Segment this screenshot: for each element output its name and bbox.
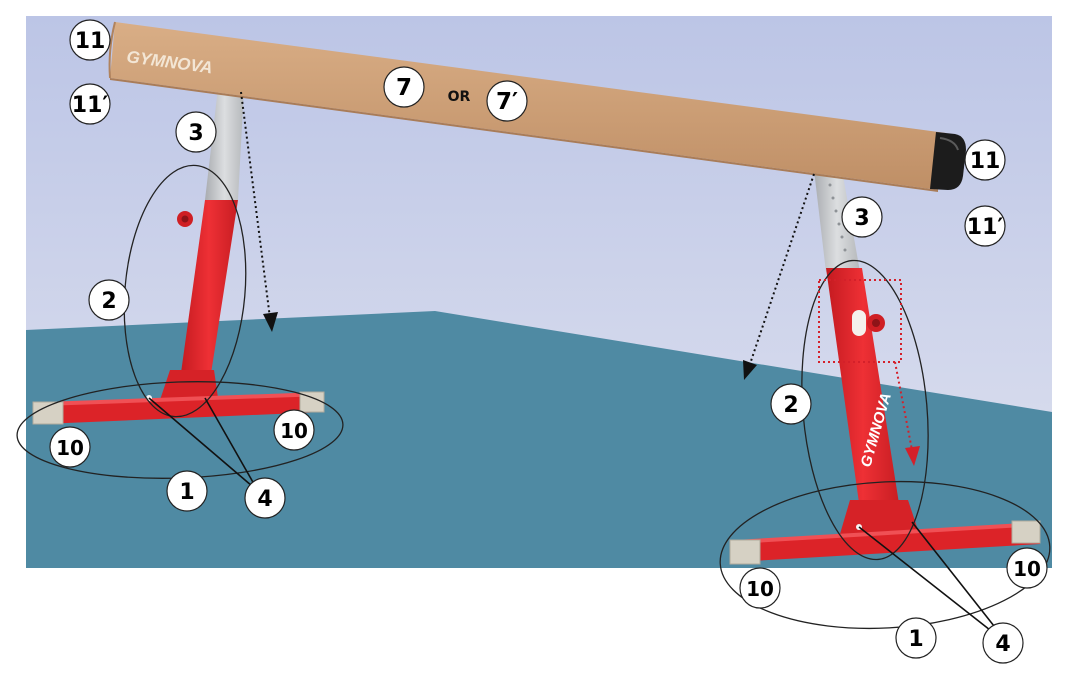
svg-text:2: 2 [783, 393, 798, 418]
svg-text:11′: 11′ [967, 215, 1004, 240]
or-connector: OR [448, 89, 471, 105]
svg-text:11′: 11′ [72, 93, 109, 118]
callout-10-left-left: 10 [49, 426, 91, 468]
callout-11p-right: 11′ [964, 205, 1006, 247]
right-leg-slot [852, 310, 866, 336]
callout-4-right: 4 [982, 622, 1024, 664]
callout-4-left: 4 [244, 477, 286, 519]
callout-11-right: 11 [964, 139, 1006, 181]
callout-2-left: 2 [88, 279, 130, 321]
svg-text:3: 3 [188, 121, 203, 146]
callout-3-right: 3 [841, 196, 883, 238]
left-leg [32, 200, 325, 425]
svg-text:1: 1 [179, 480, 194, 505]
svg-text:4: 4 [257, 487, 272, 512]
svg-text:10: 10 [1013, 557, 1041, 581]
callout-10-right-right: 10 [1006, 547, 1048, 589]
right-foot-cap-right [1011, 520, 1041, 544]
callout-7: 7 [383, 66, 425, 108]
right-foot-cap-left [729, 539, 761, 565]
svg-text:1: 1 [908, 627, 923, 652]
right-lower-arrow [749, 173, 815, 365]
svg-text:2: 2 [101, 289, 116, 314]
svg-text:7′: 7′ [496, 89, 518, 115]
svg-text:10: 10 [746, 577, 774, 601]
callout-10-left-right: 10 [273, 409, 315, 451]
balance-beam [108, 21, 946, 192]
svg-text:10: 10 [280, 419, 308, 443]
callout-2-right: 2 [770, 383, 812, 425]
callout-7p: 7′ [486, 80, 528, 122]
right-base-highlight-ellipse [719, 480, 1051, 630]
left-upper-post [205, 88, 244, 200]
svg-text:7: 7 [396, 75, 412, 101]
left-foot-cap-right [299, 391, 325, 413]
right-upper-post [814, 170, 860, 272]
callout-4-leaders [148, 397, 995, 631]
svg-text:10: 10 [56, 436, 84, 460]
left-leg-highlight-ellipse [123, 164, 247, 418]
svg-text:11: 11 [75, 29, 106, 54]
adjustment-detail-box [818, 279, 902, 363]
callout-11-left-top: 11 [69, 19, 111, 61]
svg-text:11: 11 [970, 149, 1001, 174]
callout-10-right-left: 10 [739, 567, 781, 609]
callout-1-right: 1 [895, 617, 937, 659]
callout-1-left: 1 [166, 470, 208, 512]
svg-text:4: 4 [995, 632, 1010, 657]
callout-3-left: 3 [175, 111, 217, 153]
left-foot-cap-left [32, 401, 64, 425]
right-post-holes [828, 183, 847, 252]
callout-11p-left: 11′ [69, 83, 111, 125]
svg-text:3: 3 [854, 206, 869, 231]
right-leg [729, 268, 1041, 565]
